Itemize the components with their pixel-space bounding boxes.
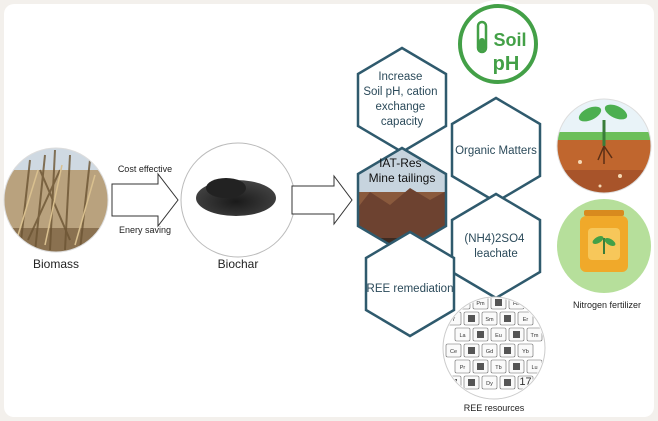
element-sample-icon: [459, 299, 466, 306]
element-sample-icon: [468, 347, 475, 354]
ree-cell: [454, 327, 471, 342]
element-sample-icon: [513, 363, 520, 370]
ree-cell-symbol: Pm: [476, 301, 485, 307]
ree-cell: [517, 311, 534, 326]
ree-cell-symbol: Sm: [485, 317, 494, 323]
test-tube-icon: [476, 20, 488, 54]
ree-cell-symbol: Lu: [531, 365, 537, 371]
soil-ph-badge: Soil pH: [454, 0, 542, 88]
ree-cell-symbol: Dy: [486, 381, 493, 387]
element-sample-icon: [504, 347, 511, 354]
ree-cell-symbol: Y: [452, 317, 456, 323]
nitrogen-fertilizer-label: Nitrogen fertilizer: [573, 300, 641, 310]
svg-text:Increase Soil pH, cation: Increase Soil pH, cation exchange capaci…: [363, 71, 440, 128]
element-sample-icon: [504, 379, 511, 386]
svg-text:(NH4)2SO4 leachate: (NH4)2SO4 leachate: [464, 233, 527, 260]
hex-leachate-line1: (NH4)2SO4: [464, 233, 525, 245]
ree-cell: [481, 343, 498, 358]
hex-organic-label: Organic Matters: [455, 145, 537, 157]
hex-increase: Increase Soil pH, cation exchange capaci…: [356, 46, 448, 154]
element-sample-icon: [504, 315, 511, 322]
ree-cell: [454, 359, 471, 374]
element-sample-icon: [477, 363, 484, 370]
energy-saving-label: Enery saving: [119, 225, 171, 235]
ree-cell: [490, 327, 507, 342]
hex-ree: REE remediation: [364, 230, 456, 338]
ree-cell: [481, 311, 498, 326]
ree-cell-symbol: 17: [519, 376, 531, 388]
soil-ph-line2: pH: [493, 53, 520, 75]
ree-resources-label: REE resources: [464, 403, 525, 413]
hex-center-line1: IAT-Res: [379, 156, 421, 170]
ree-cell-symbol: La: [459, 333, 466, 339]
ree-cell-symbol: Tm: [531, 333, 539, 339]
hex-leachate-line2: leachate: [474, 248, 517, 260]
ree-cell-symbol: Pr: [460, 365, 466, 371]
svg-text:IAT-Res Mine tailings: IAT-Res Mine tailings: [369, 156, 436, 185]
ree-cell: [454, 298, 471, 310]
hex-organic: Organic Matters: [450, 96, 542, 204]
biomass-photo: [3, 147, 109, 253]
element-sample-icon: [468, 379, 475, 386]
ree-cell-symbol: Eu: [495, 333, 502, 339]
biochar-photo: [180, 142, 296, 258]
ree-cell: [481, 375, 498, 390]
biochar-label: Biochar: [218, 257, 259, 271]
fertilizer-jar-illustration: [557, 199, 651, 293]
hex-increase-line4: capacity: [381, 116, 423, 128]
hex-increase-line1: Increase: [378, 71, 422, 83]
ree-cell: [526, 327, 543, 342]
ree-cell-symbol: Ce: [450, 349, 457, 355]
biomass-label: Biomass: [33, 257, 79, 271]
ree-cell-symbol: Ho: [513, 301, 520, 307]
element-sample-icon: [477, 331, 484, 338]
hex-increase-line2: Soil pH, cation: [363, 86, 437, 98]
soil-ph-line1: Soil: [493, 30, 526, 50]
element-sample-icon: [468, 315, 475, 322]
plant-soil-illustration: [556, 98, 652, 194]
ree-cell: [517, 343, 534, 358]
hex-leachate: (NH4)2SO4 leachate: [450, 192, 542, 300]
hex-increase-line3: exchange: [375, 101, 425, 113]
arrow-biochar-to-tailings: [291, 174, 353, 226]
ree-cell: [445, 343, 462, 358]
arrow-biomass-to-biochar: [111, 172, 179, 228]
cost-effective-label: Cost effective: [118, 164, 172, 174]
element-sample-icon: [495, 299, 502, 306]
hex-center-line2: Mine tailings: [369, 171, 436, 185]
element-sample-icon: [513, 331, 520, 338]
ree-cell-symbol: Tb: [495, 365, 501, 371]
hex-ree-label: REE remediation: [367, 283, 454, 295]
ree-cell: [490, 359, 507, 374]
ree-cell-symbol: Yb: [522, 349, 529, 355]
ree-cell-symbol: Gd: [486, 349, 493, 355]
ree-cell-symbol: Er: [523, 317, 529, 323]
